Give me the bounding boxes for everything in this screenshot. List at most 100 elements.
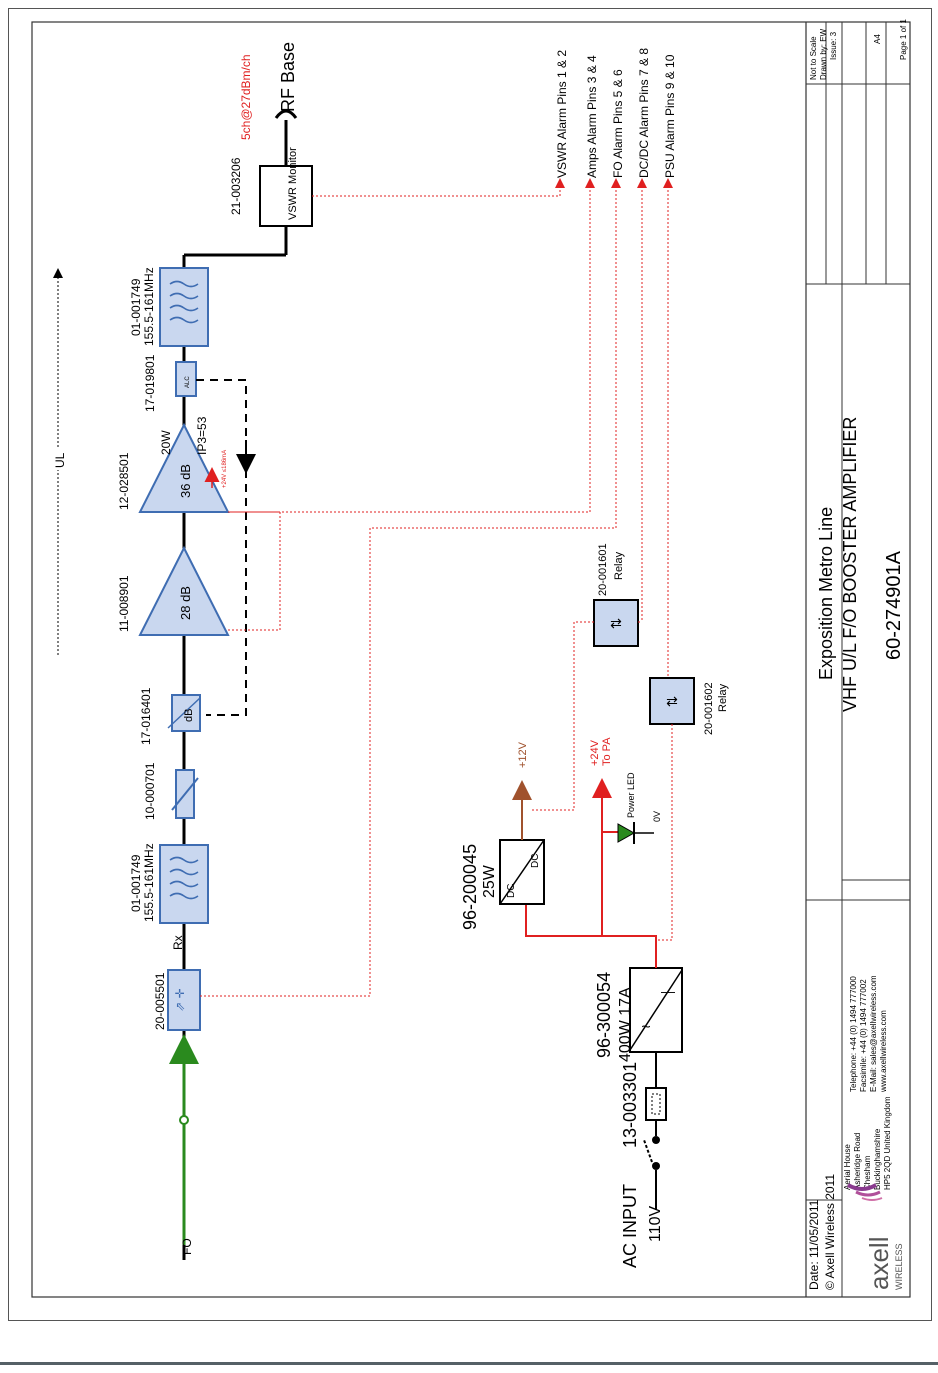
optical-receiver: ⇗ ✛: [167, 969, 201, 1031]
dcdc-in-label: DC: [506, 884, 517, 898]
amplifier-2-gain: 36 dB: [178, 464, 193, 498]
svg-text:Chesham: Chesham: [863, 1155, 872, 1190]
ul-label: UL: [53, 452, 67, 468]
amplifier-1-code: 11-008901: [117, 575, 131, 632]
vswr-monitor: [259, 165, 313, 227]
company-address: Aerial House Asheridge Road Chesham Buck…: [843, 1096, 892, 1190]
plus12-label: +12V: [517, 741, 529, 768]
psu: ~ —: [629, 967, 683, 1053]
input-filter: [159, 844, 209, 924]
relay-1-code: 20-001601: [597, 543, 609, 596]
attenuator-code: 10-000701: [143, 762, 157, 820]
alarm-label-dcdc: DC/DC Alarm Pins 7 & 8: [637, 48, 651, 178]
not-to-scale: Not to Scale: [809, 36, 818, 80]
channels-label: 5ch@27dBm/ch: [239, 54, 253, 140]
ac-switch-lever: [643, 1139, 653, 1163]
optical-receiver-code: 20-005501: [153, 972, 167, 1030]
rf-base-connector: [274, 109, 298, 119]
dcdc-converter: [499, 839, 545, 905]
amplifier-2-power: 20W: [159, 430, 173, 455]
amplifier-2-ip3: IP3=53: [195, 416, 209, 455]
output-filter-code: 01-001749: [129, 278, 143, 336]
power-bus: [525, 904, 657, 968]
rx-label: Rx: [171, 935, 185, 950]
fibre-connector: [179, 1115, 189, 1125]
variable-attenuator: [167, 694, 201, 732]
relay-1-label: Relay: [613, 551, 625, 580]
relay-1: ⇄: [593, 599, 639, 647]
fuse: [645, 1087, 667, 1121]
psu-rating: 400W 17A: [617, 987, 634, 1062]
copyright-label: © Axell Wireless 2011: [823, 1174, 837, 1290]
company-contact: Telephone: +44 (0) 1494 777000 Facsimile…: [849, 975, 888, 1093]
ac-voltage-label: 110V: [647, 1205, 664, 1242]
amplifier-2-note: +24V ≤186mA: [222, 450, 228, 488]
alarm-line-fo: [200, 178, 621, 997]
issue-label: Issue: 3: [829, 31, 838, 60]
axell-logo-sub: WIRELESS: [894, 1243, 904, 1290]
alc-code: 17-019801: [143, 354, 157, 412]
output-filter-band: 155.5-161MHz: [142, 267, 156, 346]
rf-base-label: RF Base: [278, 42, 298, 112]
fo-label: FO: [180, 1238, 194, 1255]
variable-attenuator-code: 17-016401: [139, 687, 153, 745]
svg-text:www.axellwireless.com: www.axellwireless.com: [879, 1010, 888, 1093]
vswr-monitor-label: VSWR Monitor: [287, 147, 299, 220]
date-label: Date: 11/05/2011: [807, 1199, 821, 1290]
dcdc-code: 96-200045: [460, 844, 480, 930]
alc-label: ALC: [185, 376, 191, 388]
plus24-label: +24V: [589, 739, 601, 766]
svg-text:⇄: ⇄: [610, 615, 622, 631]
input-filter-code: 01-001749: [129, 854, 143, 912]
sheet-frame: [8, 8, 932, 1321]
output-filter: [159, 267, 209, 347]
drawing-title-1: Exposition Metro Line: [816, 507, 836, 680]
svg-text:E-Mail: sales@axellwireless.co: E-Mail: sales@axellwireless.com: [869, 975, 878, 1092]
power-led: [617, 823, 636, 843]
footer-rule: [0, 1362, 938, 1365]
page-label: Page 1 of 1: [899, 19, 908, 60]
alarm-line-amps: [228, 178, 595, 631]
alarm-label-fo: FO Alarm Pins 5 & 6: [611, 69, 625, 178]
zero-v-label: 0V: [652, 811, 662, 822]
axell-logo-text: axell: [864, 1237, 894, 1290]
svg-text:Facsimile: +44 (0) 1494 777002: Facsimile: +44 (0) 1494 777002: [859, 979, 868, 1092]
drawing-border: [31, 21, 911, 1298]
power-led-label: Power LED: [626, 772, 636, 818]
svg-text:HP5 2QD United Kingdom: HP5 2QD United Kingdom: [883, 1096, 892, 1190]
dcdc-rating: 25W: [481, 864, 498, 898]
svg-text:Asheridge Road: Asheridge Road: [853, 1133, 862, 1190]
sheet-size: A4: [873, 34, 882, 44]
alc-feedback-loop: [196, 379, 247, 716]
drawn-by: Drawn by: EW: [819, 28, 828, 80]
svg-text:Telephone: +44 (0) 1494 777000: Telephone: +44 (0) 1494 777000: [849, 976, 858, 1092]
alarm-label-psu: PSU Alarm Pins 9 & 10: [663, 54, 677, 178]
svg-text:~: ~: [641, 1019, 650, 1036]
fuse-code: 13-003301: [620, 1062, 640, 1148]
psu-code: 96-300054: [594, 972, 614, 1058]
svg-text:Buckinghamshire: Buckinghamshire: [873, 1128, 882, 1190]
input-filter-band: 155.5-161MHz: [142, 843, 156, 922]
alarm-label-vswr: VSWR Alarm Pins 1 & 2: [555, 50, 569, 178]
amplifier-2-code: 12-028501: [117, 452, 131, 510]
amplifier-1-gain: 28 dB: [178, 586, 193, 620]
relay-1-supply: [530, 621, 594, 811]
svg-text:—: —: [661, 983, 675, 999]
svg-text:⇗ ✛: ⇗ ✛: [173, 988, 187, 1011]
ac-switch-contact-2: [652, 1136, 660, 1144]
axell-logo-mark: [847, 1183, 883, 1201]
amplifier-1: [138, 545, 230, 636]
attenuator: [171, 769, 199, 819]
svg-text:⇄: ⇄: [666, 693, 678, 709]
ac-input-label: AC INPUT: [620, 1184, 640, 1268]
relay-2-code: 20-001602: [703, 682, 715, 735]
relay-2-label: Relay: [717, 683, 729, 712]
alarm-label-amps: Amps Alarm Pins 3 & 4: [585, 55, 599, 178]
variable-attenuator-label: dB: [183, 709, 195, 722]
dcdc-out-label: DC: [530, 854, 541, 868]
alarm-line-vswr: [312, 178, 565, 197]
drawing-title-2: VHF U/L F/O BOOSTER AMPLIFIER: [840, 417, 860, 712]
relay-2: ⇄: [649, 677, 695, 725]
drawing-number: 60-274901A: [883, 550, 905, 660]
